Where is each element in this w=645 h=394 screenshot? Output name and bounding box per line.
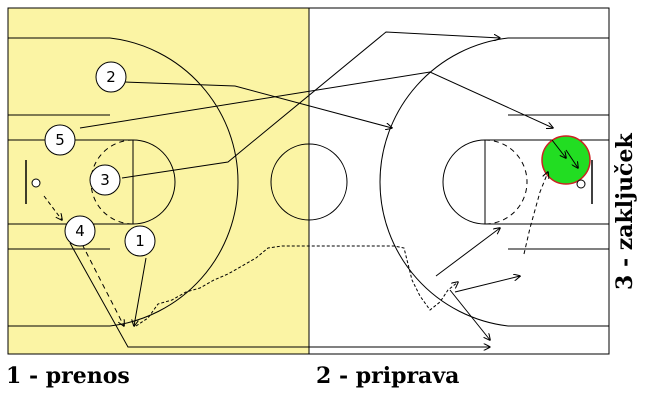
- pass-line-finish: [435, 228, 500, 277]
- cut-path-player-3: [121, 31, 500, 179]
- play-paths: [43, 31, 578, 347]
- cut-path-player-2: [124, 81, 392, 128]
- basket-ring: [576, 179, 586, 189]
- pass-line-4-down: [81, 243, 124, 326]
- highlight-zone-left-half: [8, 8, 309, 354]
- dashed-pass-right: [523, 172, 548, 255]
- cut-path-player-4: [69, 242, 490, 347]
- finish-arrow-2: [565, 149, 578, 168]
- pass-line-long: [449, 289, 490, 340]
- player-5: 5: [44, 124, 76, 156]
- player-5-label: 5: [55, 131, 65, 149]
- player-1: 1: [124, 225, 156, 257]
- pass-line-right: [454, 276, 520, 293]
- player-3-label: 3: [100, 171, 110, 189]
- player-2: 2: [95, 61, 127, 93]
- center-circle: [270, 143, 348, 221]
- finish-arrow-1: [551, 139, 566, 158]
- cut-path-player-5: [79, 71, 553, 128]
- player-4: 4: [64, 215, 96, 247]
- player-2-label: 2: [106, 68, 116, 86]
- player-3: 3: [89, 164, 121, 196]
- player-1-label: 1: [135, 232, 145, 250]
- pass-line-4-to-basket: [43, 195, 62, 220]
- dribble-path-main: [135, 245, 458, 327]
- player-4-label: 4: [75, 222, 85, 240]
- phase-label-preparation: 2 - priprava: [316, 363, 460, 389]
- cut-path-player-1: [134, 257, 147, 326]
- phase-label-transfer: 1 - prenos: [6, 363, 130, 389]
- phase-label-finish: 3 - zaključek: [612, 133, 638, 290]
- finish-zone-circle: [541, 135, 591, 185]
